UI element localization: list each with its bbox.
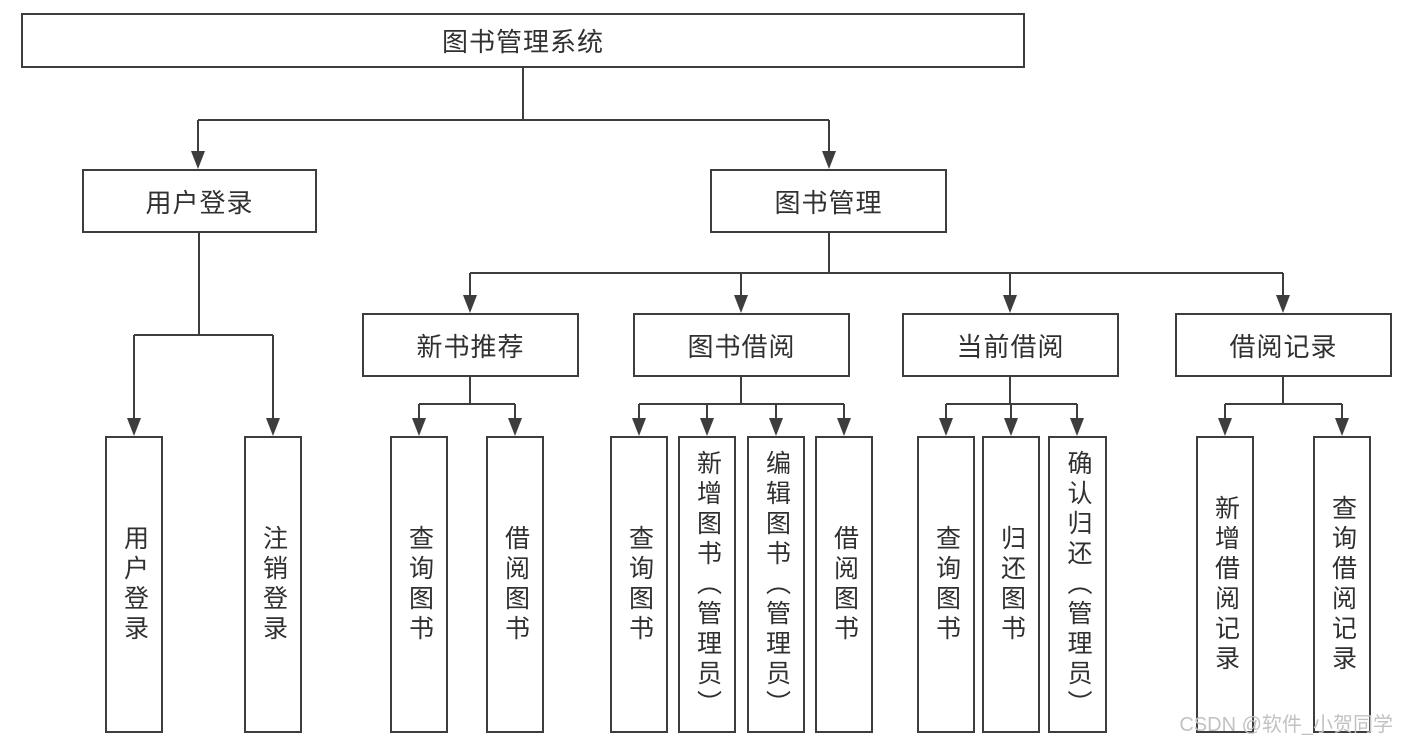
leaf-bb-borrow-books: 借阅图书 [815, 436, 873, 733]
node-book-borrowing: 图书借阅 [633, 313, 850, 377]
node-book-management: 图书管理 [710, 169, 947, 233]
leaf-nbr-query-books-label: 查询图书 [405, 524, 434, 645]
leaf-bb-edit-books-admin: 编辑图书（管理员） [747, 436, 805, 733]
node-new-book-recommend: 新书推荐 [362, 313, 579, 377]
node-library-management-system-label: 图书管理系统 [441, 27, 604, 57]
leaf-bb-query-books: 查询图书 [610, 436, 668, 733]
leaf-bb-borrow-books-label: 借阅图书 [830, 524, 859, 645]
leaf-br-query-record: 查询借阅记录 [1313, 436, 1371, 733]
arrowheads [127, 151, 1349, 436]
node-current-borrowing-label: 当前借阅 [956, 331, 1065, 362]
connector-edges [133, 68, 1343, 420]
leaf-cb-query-books: 查询图书 [917, 436, 975, 733]
node-user-login-label: 用户登录 [145, 187, 254, 218]
leaf-cb-confirm-return-admin-label: 确认归还（管理员） [1064, 449, 1092, 720]
leaf-br-add-record: 新增借阅记录 [1196, 436, 1254, 733]
leaf-nbr-borrow-books-label: 借阅图书 [501, 524, 530, 645]
node-borrowing-records: 借阅记录 [1175, 313, 1392, 377]
node-new-book-recommend-label: 新书推荐 [416, 331, 525, 362]
csdn-watermark: CSDN @软件_小贺同学 [1179, 714, 1393, 736]
node-borrowing-records-label: 借阅记录 [1229, 331, 1338, 362]
node-book-management-label: 图书管理 [774, 187, 883, 218]
leaf-user-login-label: 用户登录 [120, 524, 149, 645]
leaf-nbr-query-books: 查询图书 [390, 436, 448, 733]
leaf-nbr-borrow-books: 借阅图书 [486, 436, 544, 733]
leaf-bb-add-books-admin: 新增图书（管理员） [678, 436, 736, 733]
leaf-cb-confirm-return-admin: 确认归还（管理员） [1048, 436, 1107, 733]
leaf-logout-label: 注销登录 [259, 524, 288, 645]
node-current-borrowing: 当前借阅 [902, 313, 1119, 377]
leaf-cb-query-books-label: 查询图书 [932, 524, 961, 645]
node-user-login: 用户登录 [82, 169, 317, 233]
leaf-cb-return-books-label: 归还图书 [997, 524, 1026, 645]
leaf-br-query-record-label: 查询借阅记录 [1328, 494, 1357, 675]
leaf-bb-edit-books-admin-label: 编辑图书（管理员） [762, 449, 791, 720]
leaf-bb-add-books-admin-label: 新增图书（管理员） [693, 449, 722, 720]
leaf-bb-query-books-label: 查询图书 [625, 524, 654, 645]
leaf-user-login: 用户登录 [105, 436, 163, 733]
node-library-management-system: 图书管理系统 [21, 13, 1025, 68]
leaf-br-add-record-label: 新增借阅记录 [1211, 494, 1240, 675]
leaf-cb-return-books: 归还图书 [982, 436, 1040, 733]
leaf-logout: 注销登录 [244, 436, 302, 733]
node-book-borrowing-label: 图书借阅 [687, 331, 796, 362]
